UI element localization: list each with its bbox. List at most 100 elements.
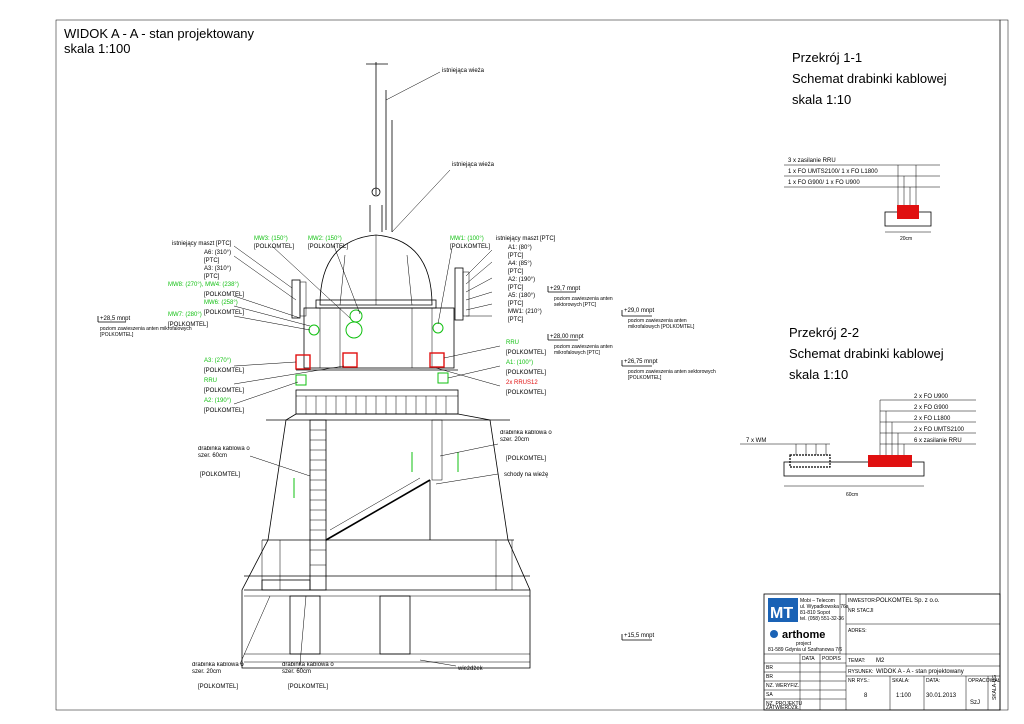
label-existing-tower-mid: istniejąca wieża [452, 162, 495, 168]
section1-row-2: 1 x FO UMTS2100/ 1 x FO L1800 [788, 169, 878, 175]
label-polkomtel-ladder-r: [POLKOMTEL] [506, 456, 546, 462]
label-polkomtel-mw2: [POLKOMTEL] [308, 244, 348, 250]
label-existing-tower-top: istniejąca wieża [442, 68, 485, 74]
label-a3-270: A3: (270°) [204, 358, 231, 364]
adres-label: ADRES: [848, 628, 867, 634]
label-a1: A1: (80°) [508, 245, 532, 251]
tb-row-4: SA [766, 692, 773, 698]
mt-logo [768, 598, 798, 622]
label-wiezdzek: wieżdżek [457, 666, 484, 672]
section2-left: 7 x WM [746, 438, 766, 444]
section2-row-4: 2 x FO UMTS2100 [914, 427, 965, 433]
label-mast-left: istniejący maszt [PTC] [172, 241, 232, 247]
section1-width: 20cm [900, 236, 912, 242]
label-polkomtel-2: [POLKOMTEL] [204, 310, 244, 316]
mt-logo-text: MT [770, 605, 793, 622]
label-a4: A4: (85°) [508, 261, 532, 267]
level-29-0-desc: poziom zawieszenia anten mikrofalowych [… [628, 318, 695, 330]
arthome-logo-mark [770, 630, 778, 638]
side-cell-data: DATA [802, 656, 815, 662]
data-label: DATA: [926, 678, 940, 684]
level-28-5: +28,5 mnpt [100, 316, 131, 322]
section2-row-1: 2 x FO U900 [914, 394, 949, 400]
section2-row-5: 6 x zasilanie RRU [914, 438, 962, 444]
label-polkomtel-1: [POLKOMTEL] [204, 292, 244, 298]
section1-row-3: 1 x FO G900/ 1 x FO U900 [788, 180, 860, 186]
rysunek-value: WIDOK A - A - stan projektowany [876, 669, 964, 675]
label-mast-right: istniejący maszt [PTC] [496, 236, 556, 242]
arthome-address: 81-589 Gdynia ul Szafranowa 7/6 [768, 647, 842, 653]
label-mw8: MW8: (270°), MW4: (238°) [168, 282, 239, 288]
ladder-left-box: drabinka kablowa o szer. 60cm [198, 446, 250, 459]
label-a1-100: A1: (100°) [506, 360, 533, 366]
label-mw6: MW6: (258°) [204, 300, 238, 306]
section2-width: 60cm [846, 492, 858, 498]
investor-value: POLKOMTEL Sp. z o.o. [876, 598, 940, 604]
label-ptc-r2: [PTC] [508, 269, 524, 275]
side-label: SKALA-UG [992, 675, 998, 700]
label-a6: A6: (310°) [204, 250, 231, 256]
section2-row-3: 2 x FO L1800 [914, 416, 951, 422]
label-stairs: schody na wieżę [504, 472, 549, 478]
level-28-00-desc: poziom zawieszenia anten mikrofalowych [… [554, 344, 613, 356]
label-polkomtel-bottom1: [POLKOMTEL] [198, 684, 238, 690]
label-ptc-1: [PTC] [204, 258, 220, 264]
label-mw7: MW7: (280°) [168, 312, 202, 318]
title-block: MT Mobi – Telecom ul. Wypadkowska 76a 81… [763, 593, 1001, 711]
label-ptc-2: [PTC] [204, 274, 220, 280]
section1-subtitle: Schemat drabinki kablowej [792, 71, 947, 86]
level-28-5-desc-box: poziom zawieszenia anten mikrofalowych [… [100, 326, 192, 338]
temat-value: M2 [876, 658, 885, 664]
company-line-4: tel. (058) 551-32-36 [800, 616, 844, 622]
label-rru-right: RRU [506, 340, 519, 346]
ladder-20-box: drabinka kablowa o szer. 20cm [500, 430, 552, 443]
tb-row-6: ZATWIERDZIŁ [766, 705, 799, 711]
ladder-left-label: drabinka kablowa o szer. 60cm [198, 446, 250, 459]
nr-rys-label: NR RYS.: [848, 678, 870, 684]
data-value: 30.01.2013 [926, 693, 957, 699]
ladder-20-label: drabinka kablowa o szer. 20cm [500, 430, 552, 443]
company-line-3: 81-810 Sopot [800, 610, 831, 616]
nr-stac-label: NR STACJI [848, 608, 873, 614]
level-26-75-desc: poziom zawieszenia anten sektorowych [PO… [628, 369, 716, 381]
section2-row-2: 2 x FO G900 [914, 405, 949, 411]
label-polkomtel-a3: [POLKOMTEL] [204, 368, 244, 374]
label-polkomtel-a1: [POLKOMTEL] [506, 370, 546, 376]
level-15-5: +15,5 mnpt [624, 633, 655, 639]
label-polkomtel-rru-r: [POLKOMTEL] [506, 350, 546, 356]
label-polkomtel-3: [POLKOMTEL] [168, 322, 208, 328]
level-28-00-desc-box: poziom zawieszenia anten mikrofalowych [… [554, 344, 613, 356]
label-ptc-r1: [PTC] [508, 253, 524, 259]
label-polkomtel-rru: [POLKOMTEL] [204, 388, 244, 394]
tb-row-3: NZ. WERYFIZ. [766, 683, 799, 689]
level-29-0-desc-box: poziom zawieszenia anten mikrofalowych [… [628, 318, 695, 330]
skala-value: 1:100 [896, 693, 912, 699]
level-26-75: +26,75 mnpt [624, 359, 658, 365]
section1-scale: skala 1:10 [792, 92, 851, 107]
drawing-scale: skala 1:100 [64, 41, 131, 56]
section1-title: Przekrój 1-1 [792, 50, 862, 65]
label-polkomtel-mw3: [POLKOMTEL] [254, 244, 294, 250]
level-28-5-desc: poziom zawieszenia anten mikrofalowych [… [100, 326, 192, 338]
section2-title: Przekrój 2-2 [789, 325, 859, 340]
label-a2-190: A2: (190°) [204, 398, 231, 404]
level-28-00: +28,00 mnpt [550, 334, 584, 340]
label-ptc-r3: [PTC] [508, 285, 524, 291]
section-2-2: Przekrój 2-2 Schemat drabinki kablowej s… [740, 325, 976, 498]
section1-row-1: 3 x zasilanie RRU [788, 158, 836, 164]
level-29-7-desc-box: poziom zawieszenia anten sektorowych [PT… [554, 296, 613, 308]
sheet-border-strip [999, 19, 1009, 711]
tower-drawing [97, 62, 652, 669]
ladder-bottom2-box: drabinka kablowa o szer. 60cm [282, 662, 334, 675]
label-polkomtel-bottom2: [POLKOMTEL] [288, 684, 328, 690]
label-mw1-top: MW1: (100°) [450, 236, 484, 242]
drawing-title: WIDOK A - A - stan projektowany [64, 26, 255, 41]
label-a2r: A2: (190°) [508, 277, 535, 283]
nr-rys-value: 8 [864, 693, 868, 699]
section2-subtitle: Schemat drabinki kablowej [789, 346, 944, 361]
arthome-name: arthome [782, 629, 825, 641]
ladder-bottom1-label: drabinka kablowa o szer. 20cm [192, 662, 244, 675]
oprac-value: SzJ [970, 700, 980, 706]
level-29-7-desc: poziom zawieszenia anten sektorowych [PT… [554, 296, 613, 308]
